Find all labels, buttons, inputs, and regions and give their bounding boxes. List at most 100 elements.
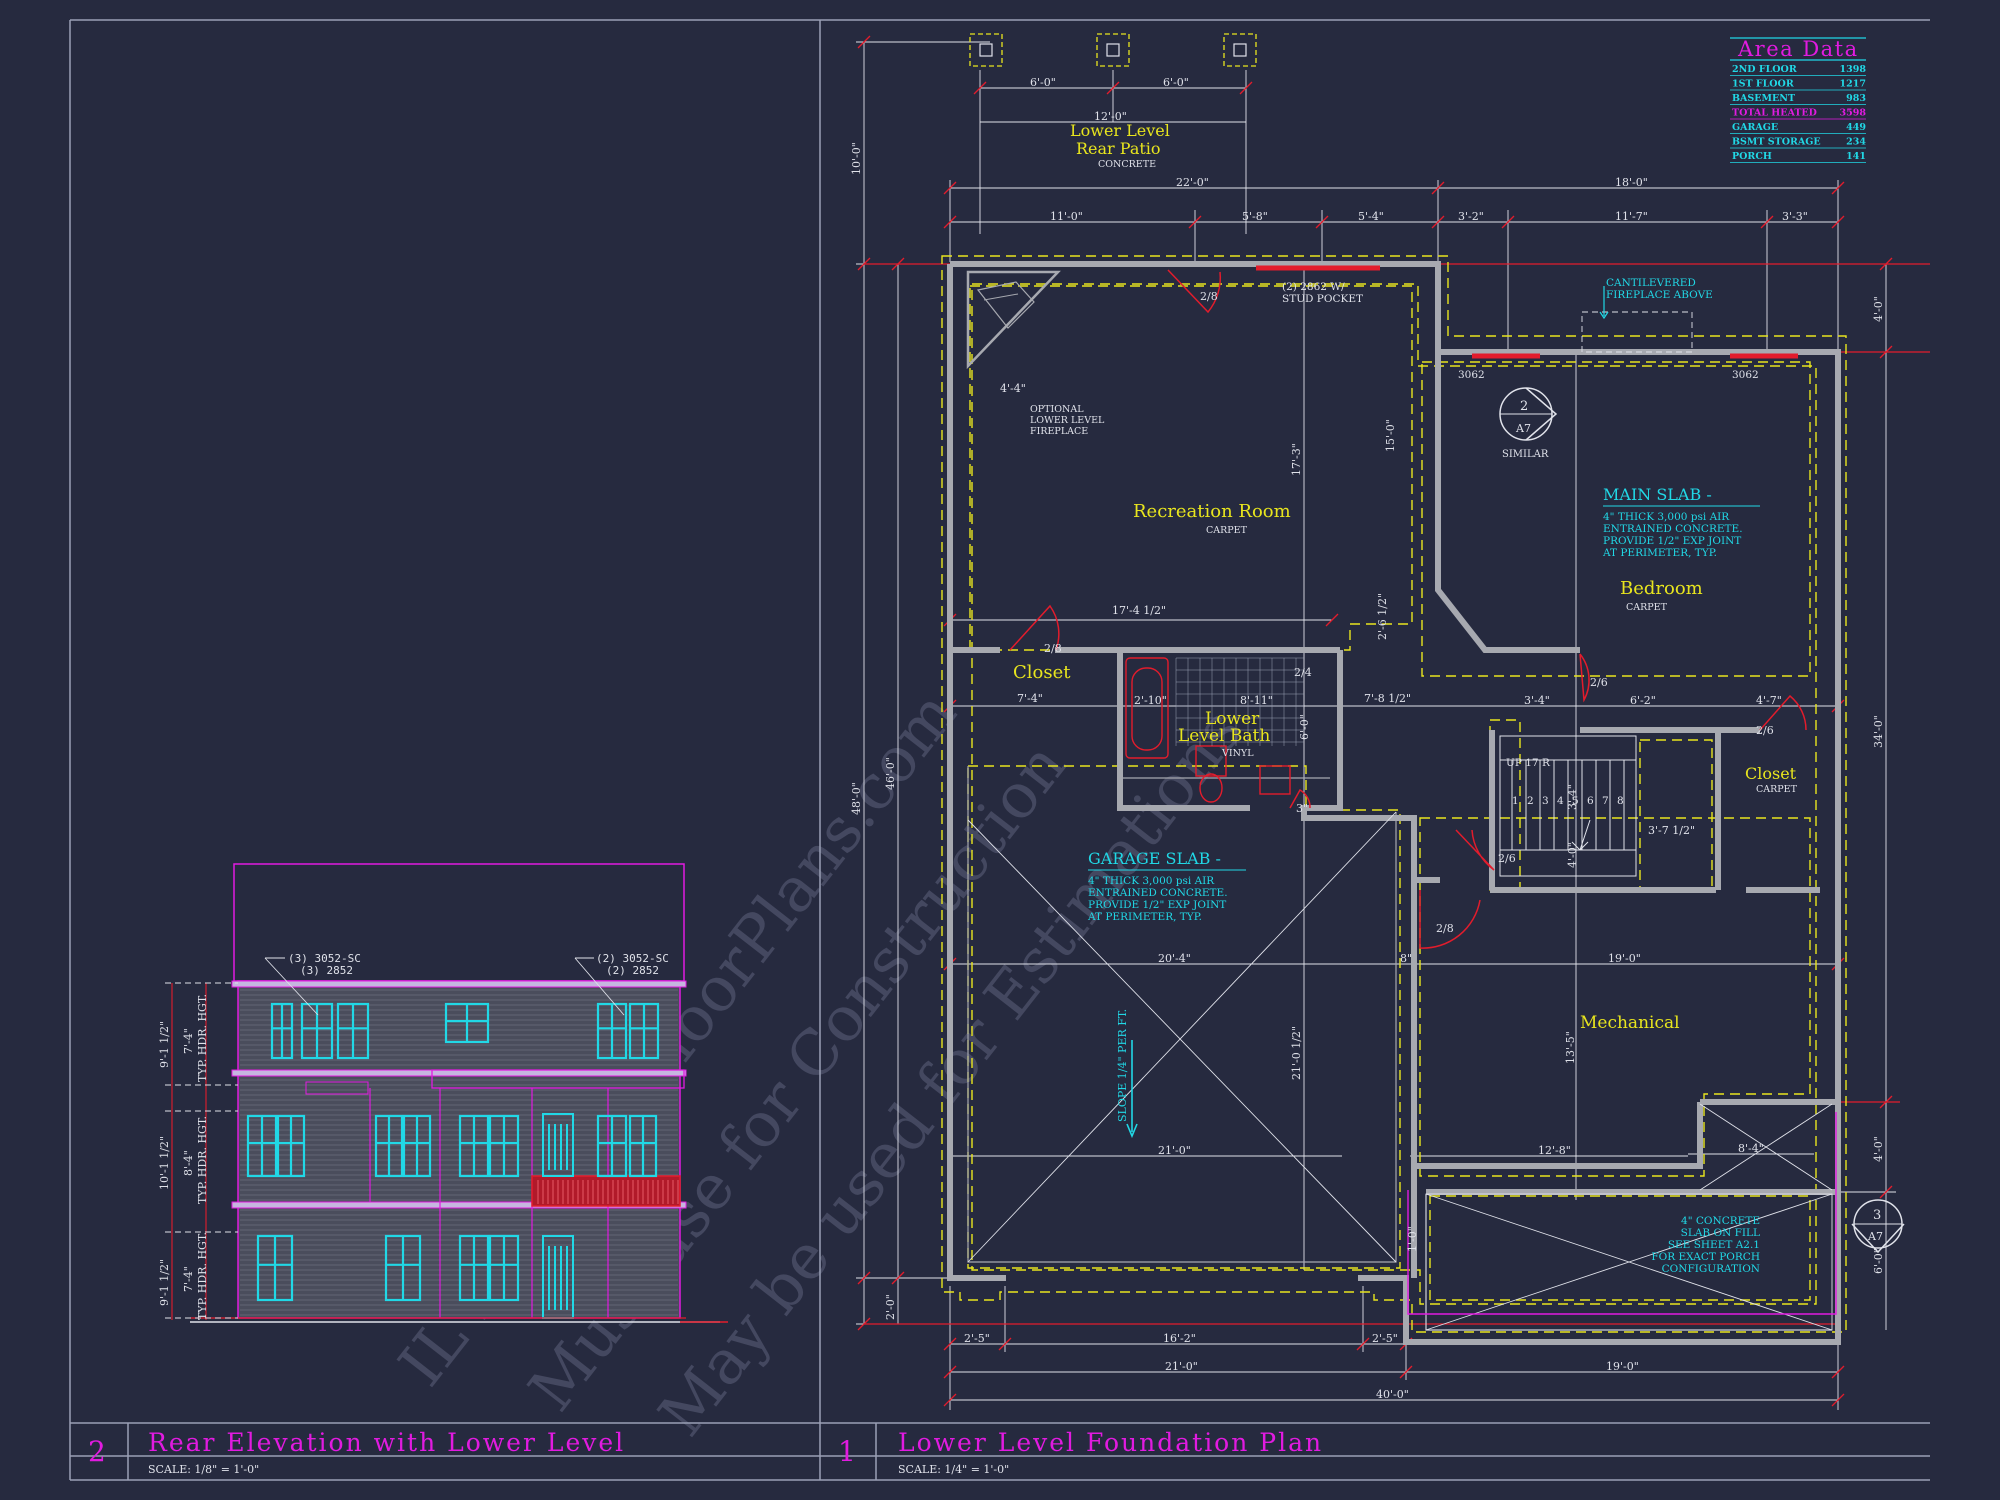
elevation-deck-rail (531, 1175, 681, 1207)
rear-elevation: (3) 3052-SC (3) 2852 (2) 3052-SC (2) 285… (158, 863, 728, 1323)
dim-left: 46'-0" (884, 757, 897, 790)
elevation-height-dim: 10'-1 1/2" (158, 1136, 171, 1190)
window-openings (1256, 265, 1798, 359)
dim-interior: 20'-4" (1158, 952, 1191, 965)
callout-left-2: (3) 2852 (300, 964, 353, 977)
dim-top: 18'-0" (1615, 176, 1648, 189)
main-slab-title: MAIN SLAB - (1603, 485, 1712, 504)
main-slab-line: 4" THICK 3,000 psi AIR (1603, 511, 1730, 523)
dim-interior: 3'-4" (1524, 694, 1550, 707)
door-size: 2/6 (1756, 724, 1774, 737)
bath-label-1: Lower (1205, 709, 1260, 729)
bedroom-label: Bedroom (1620, 578, 1703, 599)
elevation-header-label: TYP. HDR. HGT. (196, 1116, 209, 1204)
dim-interior: 3" (1296, 802, 1308, 815)
area-row-value: 983 (1846, 93, 1866, 104)
area-row-label: TOTAL HEATED (1732, 108, 1817, 119)
dim-interior: 8'-4" (1738, 1142, 1764, 1155)
section-marker-3-num: 3 (1873, 1208, 1881, 1223)
elevation-header-label: TYP. HDR. HGT. (196, 1232, 209, 1320)
closet-right-finish: CARPET (1756, 784, 1798, 795)
cantilever-note-line: FIREPLACE ABOVE (1606, 289, 1713, 301)
garage-slab-line: 4" THICK 3,000 psi AIR (1088, 875, 1215, 887)
dim-top: 12'-0" (1094, 110, 1127, 123)
stair-number: 1 (1512, 795, 1519, 807)
dim-top: 5'-8" (1242, 210, 1268, 223)
dim-bottom: 16'-2" (1163, 1332, 1196, 1345)
elevation-header-dim: 7'-4" (182, 1028, 195, 1054)
area-row-label: BSMT STORAGE (1732, 137, 1821, 148)
elevation-height-dim: 9'-1 1/2" (158, 1021, 171, 1068)
stair-number: 4 (1557, 795, 1564, 807)
area-row-label: 2ND FLOOR (1732, 64, 1797, 75)
garage-slab-line: PROVIDE 1/2" EXP JOINT (1088, 899, 1226, 911)
patio-label-1: Lower Level (1070, 121, 1170, 140)
stair-number: 2 (1527, 795, 1534, 807)
elevation-scale: SCALE: 1/8" = 1'-0" (148, 1463, 259, 1476)
garage-slab-title: GARAGE SLAB - (1088, 849, 1221, 868)
dim-top: 22'-0" (1176, 176, 1209, 189)
dim-interior: 2'-10" (1134, 694, 1167, 707)
dim-interior: 12'-8" (1538, 1144, 1571, 1157)
section-marker-2-sheet: A7 (1515, 422, 1531, 435)
callout-left-1: (3) 3052-SC (288, 952, 361, 965)
dim-left: 10'-0" (850, 142, 863, 175)
closet-left-label: Closet (1013, 662, 1071, 683)
dim-top: 6'-0" (1030, 76, 1056, 89)
stair-note: UP 17 R (1506, 757, 1551, 769)
door-size: 2/6 (1590, 676, 1608, 689)
dim-interior: 17'-4 1/2" (1112, 604, 1166, 617)
dim-interior: 3'-7 1/2" (1648, 824, 1695, 837)
dim-bottom: 2'-5" (1372, 1332, 1398, 1345)
dim-bottom: 19'-0" (1606, 1360, 1639, 1373)
callout-right-2: (2) 2852 (606, 964, 659, 977)
window-3062-left: 3062 (1458, 369, 1485, 381)
door-swings (1009, 269, 1807, 949)
dim-interior: 21'-0" (1158, 1144, 1191, 1157)
stair-number: 8 (1617, 795, 1624, 807)
dim-interior: 19'-0" (1608, 952, 1641, 965)
recreation-room-label: Recreation Room (1133, 501, 1291, 522)
plan-number: 1 (838, 1435, 856, 1468)
elevation-number: 2 (88, 1435, 106, 1468)
elevation-header-dim: 7'-4" (182, 1266, 195, 1292)
stair-number: 6 (1587, 795, 1594, 807)
area-row-value: 234 (1846, 137, 1866, 148)
dim-top: 11'-0" (1050, 210, 1083, 223)
stair-number: 3 (1542, 795, 1549, 807)
main-slab-line: PROVIDE 1/2" EXP JOINT (1603, 535, 1741, 547)
dim-bottom: 2'-5" (964, 1332, 990, 1345)
dim-right: 4'-0" (1872, 1136, 1885, 1162)
dim-top: 6'-0" (1163, 76, 1189, 89)
dim-right: 6'-0" (1872, 1248, 1885, 1274)
area-row-label: PORCH (1732, 151, 1772, 162)
dim-interior: 3'-4" (1566, 784, 1579, 810)
fireplace-note-line: OPTIONAL (1030, 404, 1084, 415)
header-note-line: STUD POCKET (1282, 293, 1363, 305)
bedroom-finish: CARPET (1626, 602, 1668, 613)
elevation-height-dim: 9'-1 1/2" (158, 1259, 171, 1306)
footing-outline (941, 255, 1847, 1333)
walls (947, 261, 1841, 1345)
plan-title-block: 1 Lower Level Foundation Plan SCALE: 1/4… (838, 1428, 1323, 1476)
plan-title: Lower Level Foundation Plan (898, 1428, 1323, 1457)
dim-interior: 4'-0" (1566, 842, 1579, 868)
plan-dimension-lines (856, 41, 1896, 1410)
fireplace (966, 270, 1061, 370)
dim-right: 34'-0" (1872, 715, 1885, 748)
fireplace-note-line: LOWER LEVEL (1030, 415, 1105, 426)
area-row-value: 3598 (1840, 108, 1867, 119)
section-marker-3-sheet: A7 (1867, 1230, 1883, 1243)
area-data-title: Area Data (1737, 37, 1859, 61)
garage-slab-line: AT PERIMETER, TYP. (1087, 911, 1202, 923)
sheet-frame (69, 19, 1930, 1481)
door-size: 2/8 (1436, 922, 1454, 935)
porch-slab-line: 4" CONCRETE (1681, 1215, 1760, 1227)
callout-right-1: (2) 3052-SC (596, 952, 669, 965)
foundation-plan: 2 A7 SIMILAR 3 A7 SLOPE 1/4" PER FT. Low… (850, 33, 1930, 1410)
main-slab-line: ENTRAINED CONCRETE. (1603, 523, 1743, 535)
dim-left: 2'-0" (884, 1294, 897, 1320)
porch-slab-line: SLAB ON FILL (1681, 1227, 1760, 1239)
elevation-header-label: TYP. HDR. HGT. (196, 994, 209, 1082)
stair-number: 5 (1572, 795, 1579, 807)
